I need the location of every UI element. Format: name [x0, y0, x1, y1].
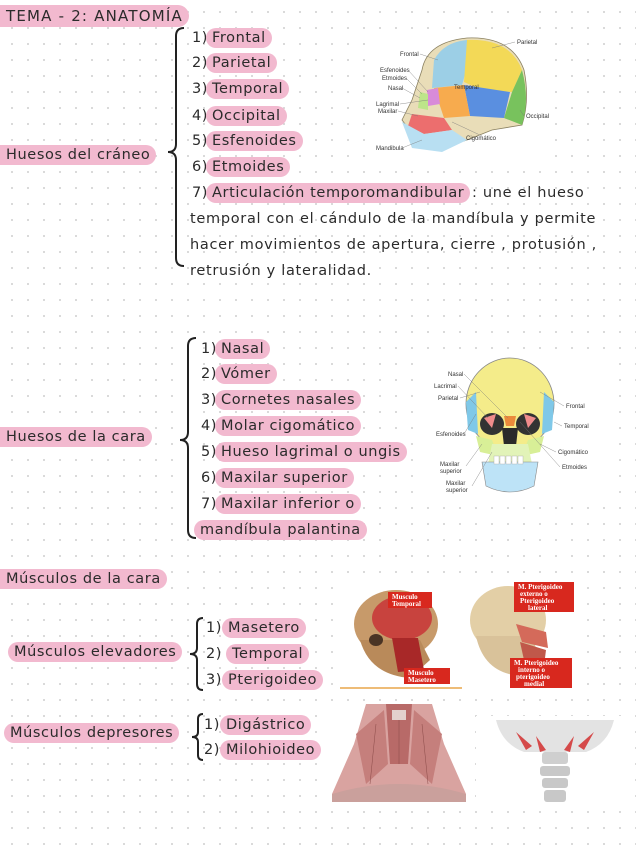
diagram-label: Occipital — [526, 114, 549, 120]
elevadores-heading: Músculos elevadores — [8, 642, 182, 662]
masetero-temporal-image: Musculo Temporal Musculo Masetero — [340, 580, 464, 690]
page-title: TEMA - 2: ANATOMÍA — [0, 5, 189, 27]
list-number: 1) — [206, 618, 222, 638]
diagram-label: Maxilar — [440, 462, 459, 468]
diagram-label: Etmoides — [562, 465, 587, 471]
skull-frontal-diagram: Nasal Lacrimal Parietal Frontal Esfenoid… — [420, 352, 610, 502]
list-item: Articulación temporomandibular — [206, 183, 470, 203]
skull-lateral-diagram: Frontal Parietal Esfenoides Etmoides Nas… — [372, 30, 552, 160]
list-item-text: : une el hueso — [472, 183, 585, 203]
cara-brace — [178, 336, 200, 542]
neck-muscles-posterior-image — [476, 716, 634, 806]
diagram-label: Esfenoides — [436, 432, 466, 438]
diagram-label: Nasal — [448, 372, 463, 378]
diagram-label: Parietal — [438, 396, 458, 402]
list-item: Cornetes nasales — [215, 390, 361, 410]
list-item: Pterigoideo — [222, 670, 323, 690]
list-item: Masetero — [222, 618, 306, 638]
diagram-label: Maxilar — [378, 109, 397, 115]
list-item: Digástrico — [220, 715, 311, 735]
photo-label: lateral — [528, 604, 547, 612]
diagram-label: Frontal — [400, 52, 419, 58]
diagram-label: Esfenoides — [380, 68, 410, 74]
depresores-heading: Músculos depresores — [4, 723, 179, 743]
list-item: Nasal — [215, 339, 270, 359]
list-item: Hueso lagrimal o ungis — [215, 442, 407, 462]
list-item-text: retrusión y lateralidad. — [190, 261, 372, 281]
list-item: Occipital — [206, 106, 287, 126]
craneo-brace — [166, 26, 188, 268]
diagram-label: Maxilar — [446, 481, 465, 487]
diagram-label: Parietal — [517, 40, 537, 46]
list-item: Maxilar superior — [215, 468, 354, 488]
diagram-label: Frontal — [566, 404, 585, 410]
list-item: Etmoides — [206, 157, 290, 177]
list-item: Temporal — [226, 644, 309, 664]
neck-muscles-anterior-image — [326, 704, 472, 804]
list-number: 3) — [206, 670, 222, 690]
list-item: Vómer — [215, 364, 277, 384]
list-item-text: temporal con el cándulo de la mandíbula … — [190, 209, 596, 229]
musculos-heading: Músculos de la cara — [0, 569, 167, 589]
elevadores-brace — [188, 616, 206, 692]
diagram-label: Etmoides — [382, 76, 407, 82]
diagram-label: Mandibula — [376, 146, 404, 152]
list-item: mandíbula palantina — [194, 520, 367, 540]
diagram-label: Temporal — [454, 85, 479, 91]
diagram-label: Cigomático — [558, 450, 589, 456]
list-item: Frontal — [206, 28, 272, 48]
list-item: Milohioideo — [220, 740, 321, 760]
list-number: 1) — [204, 715, 220, 735]
list-item: Parietal — [206, 53, 277, 73]
pterigoideo-image: M. Pterigoideo externo o Pterigoideo lat… — [462, 580, 584, 690]
photo-label: Masetero — [408, 676, 436, 684]
diagram-label: Lagrimal — [376, 102, 399, 108]
list-item: Maxilar inferior o — [215, 494, 361, 514]
photo-label: medial — [524, 680, 544, 688]
diagram-label: Lacrimal — [434, 384, 457, 390]
list-item: Temporal — [206, 79, 289, 99]
list-item: Esfenoides — [206, 131, 303, 151]
diagram-label: superior — [446, 488, 468, 494]
list-number: 2) — [204, 740, 220, 760]
cara-heading: Huesos de la cara — [0, 427, 152, 447]
list-item: Molar cigomático — [215, 416, 361, 436]
photo-label: Temporal — [392, 600, 421, 608]
diagram-label: Nasal — [388, 86, 403, 92]
diagram-label: Temporal — [564, 424, 589, 430]
list-item-text: hacer movimientos de apertura, cierre , … — [190, 235, 597, 255]
craneo-heading: Huesos del cráneo — [0, 145, 156, 165]
diagram-label: Cigomático — [466, 136, 497, 142]
list-number: 2) — [206, 644, 222, 664]
diagram-label: superior — [440, 469, 462, 475]
